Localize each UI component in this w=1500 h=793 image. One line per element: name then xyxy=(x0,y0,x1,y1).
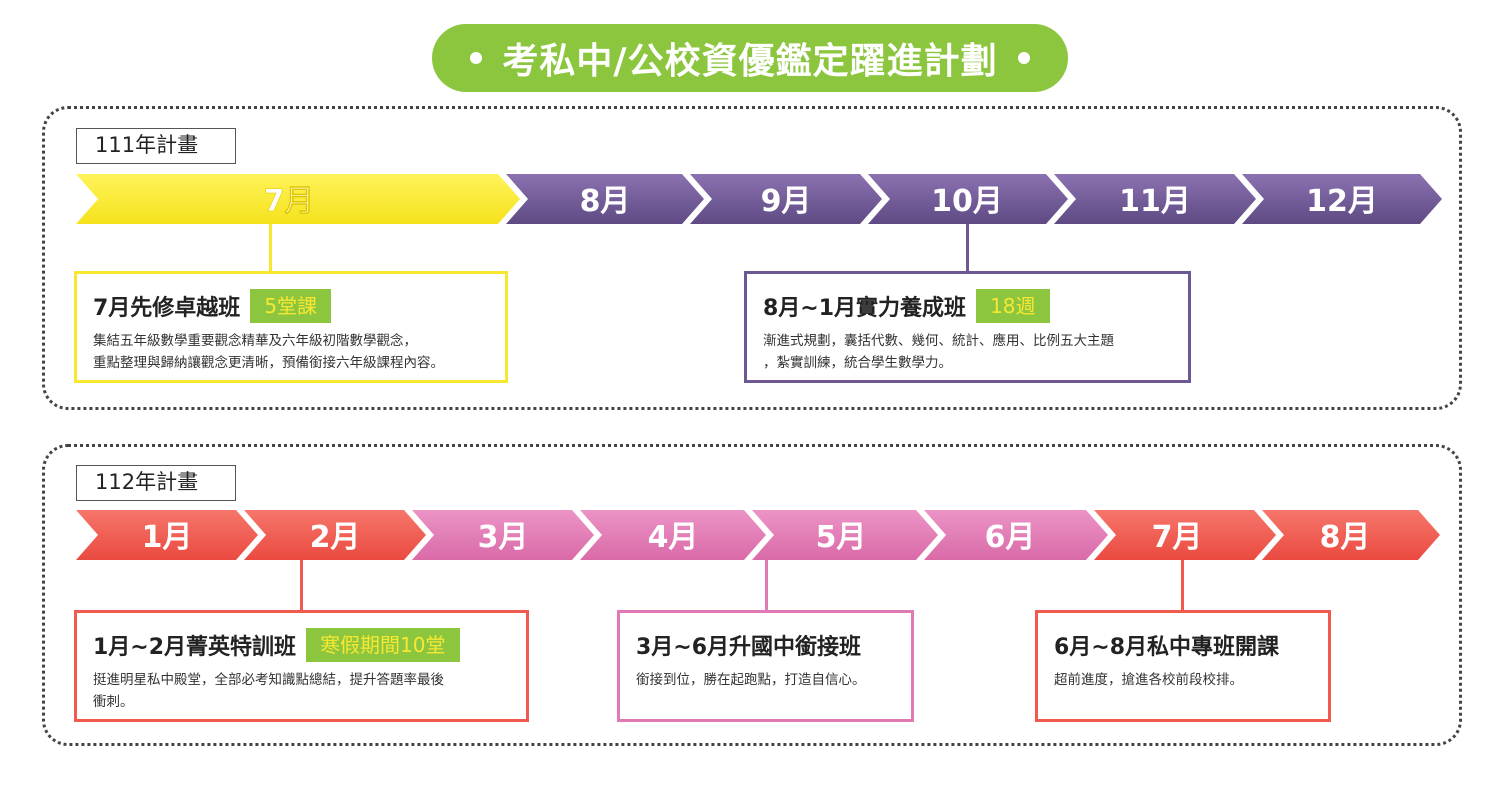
course-badge: 5堂課 xyxy=(250,289,332,323)
course-badge: 寒假期間10堂 xyxy=(306,628,460,662)
month-label: 12月 xyxy=(1306,184,1378,219)
connector-line xyxy=(966,224,969,272)
month-label: 7月 xyxy=(1152,520,1203,555)
arrow-112-1: 2月 xyxy=(244,510,426,560)
month-label: 6月 xyxy=(985,520,1036,555)
arrow-111-5: 12月 xyxy=(1242,174,1442,224)
arrow-111-4: 11月 xyxy=(1054,174,1256,224)
course-desc: 集結五年級數學重要觀念精華及六年級初階數學觀念， 重點整理與歸納讓觀念更清晰，預… xyxy=(93,333,444,371)
bullet-dot-icon xyxy=(1017,52,1030,64)
month-label: 10月 xyxy=(931,184,1003,219)
course-box-private: 6月~8月私中專班開課 超前進度，搶進各校前段校排。 xyxy=(1035,610,1331,722)
arrow-112-7: 8月 xyxy=(1262,510,1440,560)
page-title: 考私中/公校資優鑑定躍進計劃 xyxy=(502,41,998,82)
course-title: 3月~6月升國中銜接班 xyxy=(636,635,862,660)
connector-line xyxy=(300,560,303,612)
month-label: 7月 xyxy=(264,184,315,219)
course-desc: 銜接到位，勝在起跑點，打造自信心。 xyxy=(636,672,866,688)
course-badge: 18週 xyxy=(976,289,1050,323)
month-label: 3月 xyxy=(478,520,529,555)
course-box-elite: 1月~2月菁英特訓班 寒假期間10堂 挺進明星私中殿堂，全部必考知識點總結，提升… xyxy=(74,610,529,722)
course-box-pre-summer: 7月先修卓越班 5堂課 集結五年級數學重要觀念精華及六年級初階數學觀念， 重點整… xyxy=(74,271,508,383)
bullet-dot-icon xyxy=(470,52,483,64)
course-desc: 超前進度，搶進各校前段校排。 xyxy=(1054,672,1243,688)
arrow-112-6: 7月 xyxy=(1094,510,1276,560)
plan-112-frame xyxy=(42,444,1462,746)
course-title: 8月~1月實力養成班 xyxy=(763,296,967,321)
course-box-bridge: 3月~6月升國中銜接班 銜接到位，勝在起跑點，打造自信心。 xyxy=(617,610,914,722)
title-banner: 考私中/公校資優鑑定躍進計劃 xyxy=(432,24,1068,92)
course-title: 6月~8月私中專班開課 xyxy=(1054,635,1280,660)
arrow-112-2: 3月 xyxy=(412,510,594,560)
plan-111-label: 111年計畫 xyxy=(76,128,236,164)
month-label: 11月 xyxy=(1119,184,1191,219)
connector-line xyxy=(269,224,272,272)
month-label: 4月 xyxy=(648,520,699,555)
arrow-112-5: 6月 xyxy=(924,510,1108,560)
connector-line xyxy=(765,560,768,612)
month-label: 9月 xyxy=(761,184,812,219)
arrow-111-1: 8月 xyxy=(506,174,704,224)
month-label: 5月 xyxy=(816,520,867,555)
plan-111-frame xyxy=(42,106,1462,410)
course-title: 1月~2月菁英特訓班 xyxy=(93,635,297,660)
arrow-112-4: 5月 xyxy=(752,510,938,560)
course-desc: 漸進式規劃，囊括代數、幾何、統計、應用、比例五大主題 ，紮實訓練，統合學生數學力… xyxy=(763,333,1114,371)
month-label: 8月 xyxy=(1320,520,1371,555)
arrow-111-2: 9月 xyxy=(690,174,882,224)
arrow-111-3: 10月 xyxy=(868,174,1068,224)
course-title: 7月先修卓越班 xyxy=(93,296,241,321)
arrow-111-0: 7月 xyxy=(76,174,520,224)
course-desc: 挺進明星私中殿堂，全部必考知識點總結，提升答題率最後 衝刺。 xyxy=(93,672,444,710)
arrow-112-3: 4月 xyxy=(580,510,766,560)
arrow-112-0: 1月 xyxy=(76,510,258,560)
month-label: 8月 xyxy=(580,184,631,219)
plan-112-label: 112年計畫 xyxy=(76,465,236,501)
month-label: 1月 xyxy=(142,520,193,555)
connector-line xyxy=(1181,560,1184,612)
course-box-strength: 8月~1月實力養成班 18週 漸進式規劃，囊括代數、幾何、統計、應用、比例五大主… xyxy=(744,271,1191,383)
month-label: 2月 xyxy=(310,520,361,555)
